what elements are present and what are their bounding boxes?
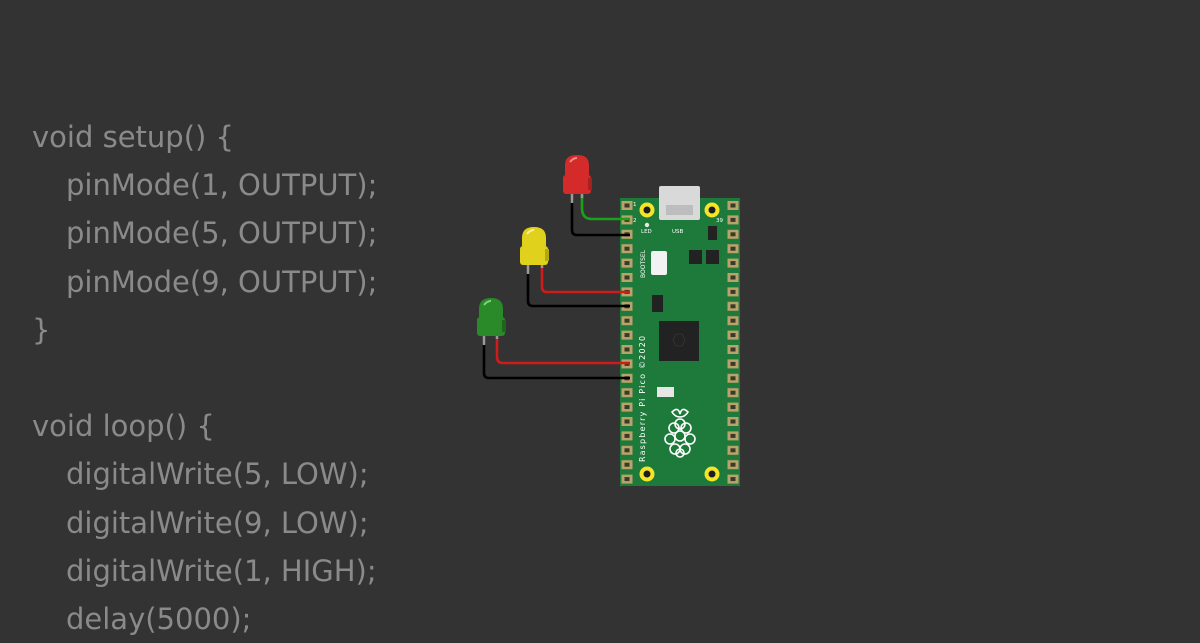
pin-hole [624, 419, 630, 424]
led-label: LED [641, 229, 652, 235]
pin-hole [624, 448, 630, 453]
pin-hole [624, 433, 630, 438]
flash-led [657, 387, 674, 397]
pin-hole [624, 462, 630, 467]
wires [482, 195, 630, 380]
code-line: digitalWrite(5, LOW); [66, 457, 369, 492]
raspberry-pi-logo-icon [664, 408, 696, 458]
onboard-led [644, 222, 650, 228]
bootsel-label: BOOTSEL [640, 249, 647, 278]
pin-hole [730, 217, 736, 222]
pin-hole [730, 304, 736, 309]
pico-board[interactable]: LED USB 1 2 39 BOOTSEL Raspberry Pi Pico… [620, 186, 740, 486]
pin-hole [730, 246, 736, 251]
code-line: void setup() { [32, 120, 234, 154]
wire-black[interactable] [570, 200, 630, 237]
code-line: pinMode(9, OUTPUT); [66, 264, 378, 299]
circuit-diagram: LED USB 1 2 39 BOOTSEL Raspberry Pi Pico… [477, 155, 740, 486]
wire-black[interactable] [482, 343, 630, 380]
chip-small [689, 250, 702, 264]
wire-red[interactable] [540, 266, 630, 294]
wire-red[interactable] [495, 337, 630, 365]
code-line: } [32, 312, 51, 347]
pin-hole [730, 477, 736, 482]
code-editor[interactable]: void setup() { pinMode(1, OUTPUT); pinMo… [32, 113, 377, 643]
code-line: digitalWrite(1, HIGH); [66, 553, 377, 588]
code-line: pinMode(5, OUTPUT); [66, 216, 378, 251]
board-name-label: Raspberry Pi Pico ©2020 [638, 335, 647, 462]
pin-hole [730, 347, 736, 352]
chip-small [652, 295, 663, 312]
pin-hole [624, 390, 630, 395]
pin-hole [624, 261, 630, 266]
usb-port [666, 205, 693, 215]
green-led[interactable] [477, 298, 506, 345]
pin-hole [730, 419, 736, 424]
code-line: void loop() { [32, 409, 215, 444]
wire-green[interactable] [580, 195, 630, 221]
wire-black[interactable] [526, 272, 630, 308]
pin-hole [624, 405, 630, 410]
pin-hole [624, 275, 630, 280]
pin-hole [624, 347, 630, 352]
pin-hole [730, 333, 736, 338]
code-line: pinMode(1, OUTPUT); [66, 168, 378, 203]
pin-hole [730, 318, 736, 323]
yellow-led[interactable] [520, 227, 549, 274]
chip-small [706, 250, 719, 264]
bootsel-button[interactable] [651, 251, 667, 275]
pin-header-right[interactable] [727, 201, 739, 484]
chip-small [708, 226, 717, 240]
rp2040-chip [659, 321, 699, 361]
pin-hole [624, 333, 630, 338]
pin-hole [730, 462, 736, 467]
pin-hole [730, 261, 736, 266]
pin1-label: 1 [633, 202, 637, 208]
red-led[interactable] [563, 155, 592, 203]
pin-hole [730, 390, 736, 395]
pin-hole [730, 203, 736, 208]
pin-hole [730, 232, 736, 237]
pin-hole [624, 318, 630, 323]
pin-hole [730, 376, 736, 381]
pin39-label: 39 [716, 218, 723, 224]
usb-label: USB [672, 229, 684, 235]
code-line: digitalWrite(9, LOW); [66, 505, 369, 540]
pin-hole [730, 433, 736, 438]
pin-hole [624, 477, 630, 482]
pin-hole [730, 361, 736, 366]
pin-hole [624, 246, 630, 251]
pin-hole [624, 203, 630, 208]
pin-hole [730, 275, 736, 280]
pin-hole [730, 289, 736, 294]
pin-hole [730, 405, 736, 410]
pin2-label: 2 [633, 218, 637, 224]
pin-hole [730, 448, 736, 453]
